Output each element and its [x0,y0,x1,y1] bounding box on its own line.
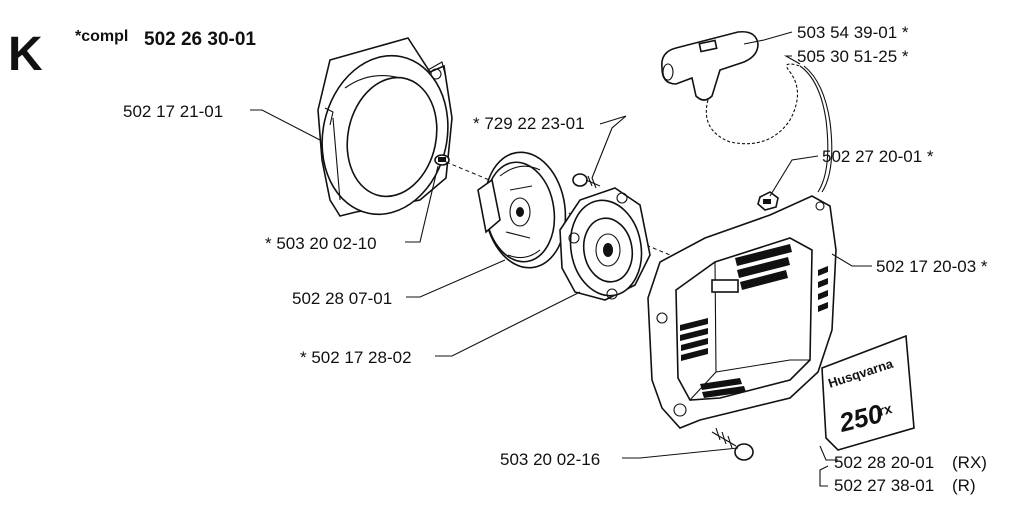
decal-suffix: rx [877,400,894,419]
small-nut [757,191,779,211]
fan-housing-ring [317,37,453,217]
label-spring-cassette: * 502 17 28-02 [300,348,412,367]
section-letter: K [8,28,43,81]
label-cord: 505 30 51-25 * [797,47,909,66]
small-screw [434,154,450,166]
model-decal: Husqvarna 250 rx [821,334,915,451]
starter-cover [647,195,837,429]
label-cover: 502 17 20-03 * [876,257,988,276]
label-screw-small: * 503 20 02-10 [265,234,377,253]
starter-pulley [477,151,567,269]
label-pulley: 502 28 07-01 [292,289,392,308]
leader-lines [250,31,872,487]
complete-prefix: *compl [75,28,128,45]
label-handle: 503 54 39-01 * [797,23,909,42]
label-nut-small: 502 27 20-01 * [822,147,934,166]
label-screw-bottom: 503 20 02-16 [500,450,600,469]
label-housing-ring: 502 17 21-01 [123,102,223,121]
recoil-spring-cassette [559,187,651,301]
label-variant-rx: (RX) [952,453,987,472]
label-decal-r: 502 27 38-01 [834,476,934,495]
label-screw-top: * 729 22 23-01 [473,114,585,133]
label-variant-r: (R) [952,476,976,495]
starter-cord [705,63,833,193]
top-screw [572,173,601,189]
bottom-screw [711,427,754,461]
complete-part-number: 502 26 30-01 [144,29,256,50]
label-decal-rx: 502 28 20-01 [834,453,934,472]
starter-handle [660,30,759,101]
